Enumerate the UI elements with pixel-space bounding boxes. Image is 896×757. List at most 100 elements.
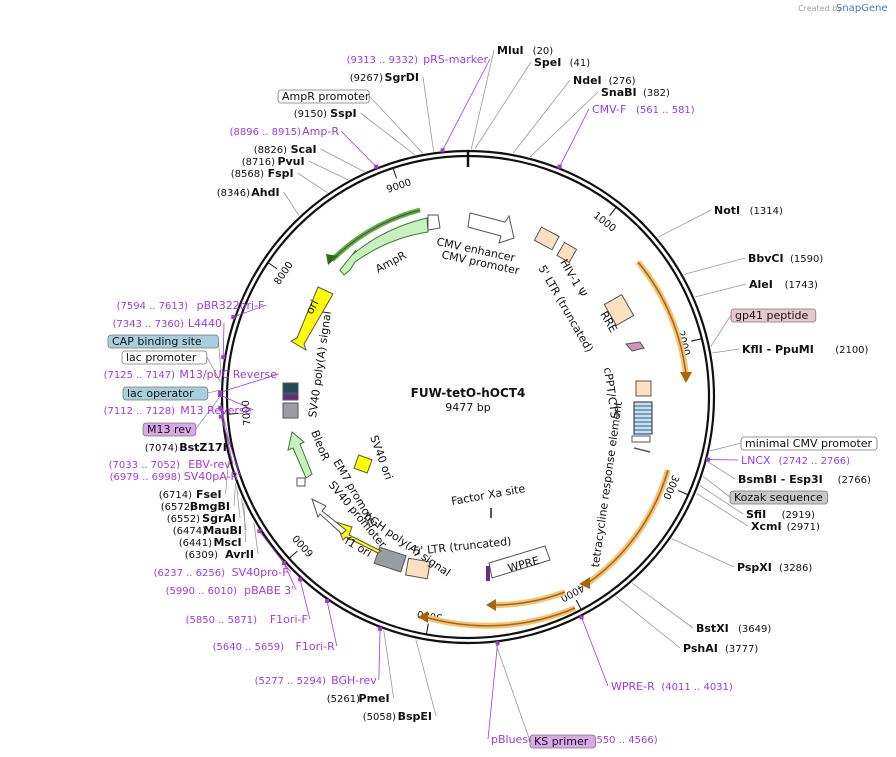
enzyme-leader bbox=[712, 348, 740, 354]
enzyme-position: (6441) bbox=[179, 538, 212, 549]
primer-site bbox=[374, 164, 379, 169]
feature-leader bbox=[709, 442, 742, 452]
enzyme-name: BspEI bbox=[398, 710, 432, 723]
enzyme-leader bbox=[696, 492, 749, 527]
hiv-psi-feature bbox=[533, 226, 560, 251]
enzyme-name: SgrAI bbox=[202, 512, 236, 525]
orf-arc-4-head bbox=[418, 611, 428, 623]
kozak-feature bbox=[633, 447, 651, 453]
enzyme-position: (1314) bbox=[750, 206, 783, 217]
primer-site bbox=[281, 561, 286, 566]
sv40-ori-label: SV40 ori bbox=[367, 434, 395, 482]
snapgene-logo: SnapGene bbox=[836, 3, 888, 14]
enzyme-position: (5261) bbox=[327, 694, 360, 705]
boxed-label-text: lac promoter bbox=[126, 351, 197, 364]
primer-leader bbox=[220, 416, 241, 477]
lac-region-feature bbox=[282, 382, 299, 394]
enzyme-name: PmeI bbox=[359, 692, 390, 705]
enzyme-leader bbox=[233, 483, 236, 507]
primer-name: SV40pro-F bbox=[232, 566, 289, 579]
enzyme-name: NotI bbox=[714, 204, 740, 217]
primer-name: LNCX bbox=[741, 454, 771, 467]
boxed-label-frame bbox=[122, 386, 209, 401]
enzyme-position: (2971) bbox=[787, 522, 820, 533]
bleor-label: BleoR bbox=[308, 428, 332, 463]
ring-tick bbox=[677, 489, 689, 496]
primer-range: (5850 .. 5871) bbox=[186, 615, 258, 626]
boxed-label-frame bbox=[529, 734, 596, 749]
primer-range: (8896 .. 8915) bbox=[230, 127, 302, 138]
ring-tick bbox=[575, 599, 582, 610]
primer-leader bbox=[487, 643, 499, 740]
sv40-polya-feature bbox=[282, 402, 299, 419]
primer-leader bbox=[442, 58, 491, 151]
bgh-polya-feature bbox=[373, 546, 407, 573]
enzyme-leader bbox=[308, 160, 349, 181]
wpre-feature bbox=[488, 545, 551, 579]
boxed-label-text: AmpR promoter bbox=[282, 90, 370, 103]
primer-site bbox=[231, 315, 236, 320]
ampr-arc-core bbox=[331, 209, 421, 261]
primer-name: CMV-F bbox=[592, 103, 626, 116]
primer-name: F1ori-R bbox=[296, 640, 336, 653]
boxed-label-text: KS primer bbox=[534, 735, 589, 748]
enzyme-name: NdeI bbox=[573, 74, 602, 87]
ampr-arc-head bbox=[326, 254, 338, 265]
primer-leader bbox=[222, 322, 225, 358]
feature-leader bbox=[495, 643, 531, 742]
enzyme-name: SpeI bbox=[534, 56, 561, 69]
primer-name: M13 Reverse bbox=[180, 404, 251, 417]
ring-tick bbox=[609, 206, 617, 217]
enzyme-leader bbox=[512, 79, 571, 154]
enzyme-leader bbox=[615, 595, 681, 649]
enzyme-position: (41) bbox=[570, 58, 591, 69]
enzyme-leader bbox=[320, 148, 365, 173]
plasmid-size: 9477 bp bbox=[445, 401, 490, 414]
primer-name: pRS-marker bbox=[423, 53, 488, 66]
primer-site bbox=[257, 529, 262, 534]
boxed-label-text: CAP binding site bbox=[112, 335, 202, 348]
primer-site bbox=[218, 405, 223, 410]
primer-name: WPRE-R bbox=[611, 680, 655, 693]
enzyme-name: PvuI bbox=[277, 155, 304, 168]
enzyme-leader bbox=[225, 460, 229, 495]
enzyme-name: FseI bbox=[196, 488, 222, 501]
enzyme-leader bbox=[529, 91, 599, 158]
primer-range: (5990 .. 6010) bbox=[166, 586, 238, 597]
enzyme-leader bbox=[683, 257, 746, 275]
primer-range: (7125 .. 7147) bbox=[104, 370, 176, 381]
enzyme-position: (1590) bbox=[790, 254, 823, 265]
enzyme-position: (1743) bbox=[785, 280, 818, 291]
enzyme-name: BmgBI bbox=[190, 500, 230, 513]
enzyme-position: (8826) bbox=[254, 145, 287, 156]
ring-tick bbox=[691, 338, 702, 342]
feature-leader bbox=[702, 475, 731, 498]
ltr-3-feature bbox=[405, 557, 431, 580]
boxed-label-frame bbox=[142, 422, 197, 437]
primer-range: (2742 .. 2766) bbox=[779, 456, 851, 467]
enzyme-name: MauBI bbox=[203, 524, 242, 537]
primer-range: (5277 .. 5294) bbox=[255, 676, 327, 687]
enzyme-position: (382) bbox=[643, 88, 670, 99]
boxed-label-frame bbox=[121, 350, 208, 365]
enzyme-position: (2100) bbox=[835, 345, 868, 356]
primer-leader bbox=[283, 563, 297, 591]
wpre-marker bbox=[486, 566, 490, 581]
enzyme-name: BstXI bbox=[696, 622, 729, 635]
ring-tick bbox=[425, 623, 429, 635]
feature-leader bbox=[368, 95, 424, 154]
enzyme-name: AvrII bbox=[225, 548, 254, 561]
primer-name: pBABE 3' bbox=[244, 584, 294, 597]
primer-range: (7033 .. 7052) bbox=[109, 460, 181, 471]
enzyme-name: SspI bbox=[330, 107, 356, 120]
enzyme-position: (3649) bbox=[738, 624, 771, 635]
orf-arc-3-head bbox=[486, 599, 496, 611]
enzyme-position: (8346) bbox=[217, 188, 250, 199]
primer-range: (561 .. 581) bbox=[636, 105, 695, 116]
primer-name: M13/pUC Reverse bbox=[179, 368, 277, 381]
primer-range: (7112 .. 7128) bbox=[104, 406, 176, 417]
primer-range: (5640 .. 5659) bbox=[213, 642, 285, 653]
primer-site bbox=[298, 577, 303, 582]
primer-leader bbox=[219, 394, 254, 411]
enzyme-position: (9267) bbox=[350, 73, 383, 84]
